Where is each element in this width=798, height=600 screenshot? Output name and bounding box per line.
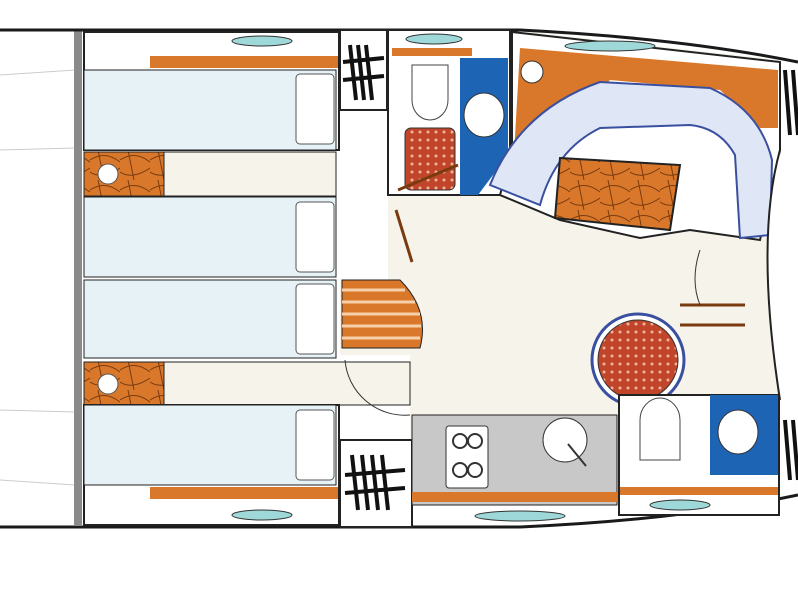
transom-bar	[74, 30, 82, 525]
door	[397, 163, 459, 192]
bed	[83, 69, 337, 151]
toilet-icon	[411, 64, 449, 121]
dinette	[590, 149, 781, 408]
door	[394, 209, 414, 263]
toilet-icon	[639, 397, 681, 461]
head-top	[387, 29, 511, 196]
salon-settee	[488, 30, 781, 242]
porthole	[474, 510, 566, 522]
sofa	[488, 80, 774, 240]
porthole	[649, 499, 711, 511]
shower-tray	[404, 127, 456, 191]
salon-table	[553, 156, 682, 232]
porthole	[520, 60, 544, 84]
hull-outline	[0, 28, 798, 64]
nightstand	[83, 151, 165, 197]
pillow	[295, 283, 335, 355]
cabin-forward-port	[83, 31, 340, 151]
wardrobe-aft	[783, 69, 798, 481]
sink-icon	[542, 417, 588, 463]
cabin-forward-starboard	[83, 404, 340, 526]
walkway	[163, 151, 337, 197]
porthole	[405, 33, 463, 45]
porthole	[564, 40, 656, 52]
porthole	[231, 509, 293, 521]
stove-icon	[445, 425, 489, 489]
sink-icon	[717, 409, 759, 455]
walkway	[163, 361, 411, 406]
nightstand	[83, 361, 165, 407]
head-bottom	[618, 394, 780, 516]
sink-icon	[463, 92, 505, 138]
porthole	[231, 35, 293, 47]
pillow	[295, 73, 335, 145]
pillow	[295, 201, 335, 273]
bed	[83, 196, 337, 278]
pillow	[295, 409, 335, 481]
hull-guide-lines	[0, 69, 76, 486]
bed	[83, 279, 337, 359]
wardrobe-top	[339, 29, 388, 111]
bed	[83, 404, 337, 486]
companionway-steps	[341, 279, 423, 349]
wardrobe-bottom	[339, 439, 413, 528]
galley	[344, 359, 618, 522]
